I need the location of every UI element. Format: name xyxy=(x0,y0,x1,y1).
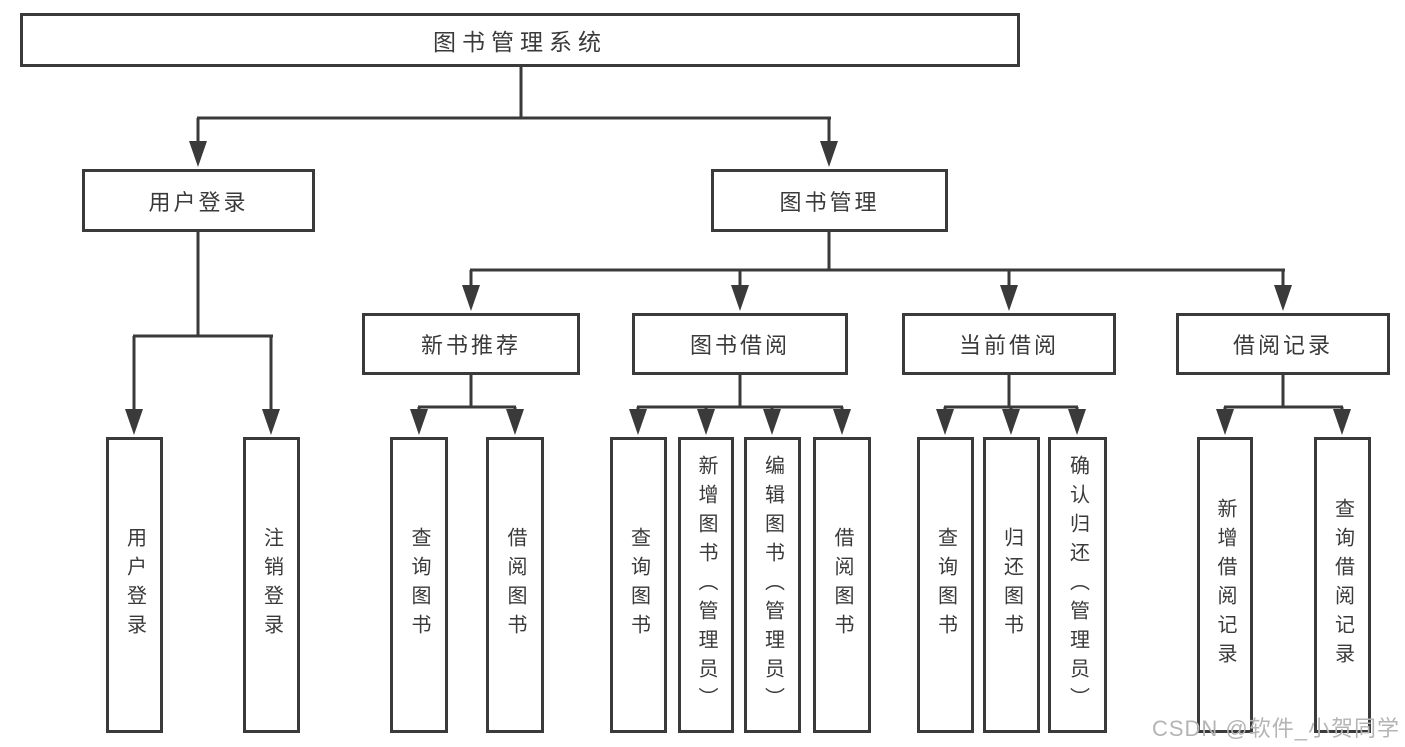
node-leaf-borrow-book-1-label: 借阅图书 xyxy=(504,527,526,643)
node-leaf-return-book-label: 归还图书 xyxy=(1000,527,1023,643)
node-borrow-records-label: 借阅记录 xyxy=(1232,333,1333,358)
node-user-login-label: 用户登录 xyxy=(148,189,249,215)
node-leaf-edit-book-admin: 编辑图书（管理员） xyxy=(744,437,801,733)
node-leaf-edit-book-admin-label: 编辑图书（管理员） xyxy=(761,454,784,716)
node-leaf-query-borrow-record: 查询借阅记录 xyxy=(1314,437,1371,733)
node-root: 图书管理系统 xyxy=(20,13,1020,67)
node-new-book-recommend-label: 新书推荐 xyxy=(420,333,521,358)
node-leaf-query-book-3-label: 查询图书 xyxy=(934,527,957,643)
node-leaf-query-book-1-label: 查询图书 xyxy=(408,527,430,643)
node-leaf-return-book: 归还图书 xyxy=(983,437,1040,733)
node-leaf-confirm-return-admin-label: 确认归还（管理员） xyxy=(1066,454,1089,716)
node-leaf-add-book-admin: 新增图书（管理员） xyxy=(678,437,734,733)
node-leaf-add-borrow-record: 新增借阅记录 xyxy=(1197,437,1253,733)
node-leaf-query-book-1: 查询图书 xyxy=(390,437,448,733)
node-leaf-add-book-admin-label: 新增图书（管理员） xyxy=(695,454,717,716)
node-leaf-user-login-label: 用户登录 xyxy=(123,527,146,643)
node-leaf-logout: 注销登录 xyxy=(243,437,300,733)
node-leaf-query-borrow-record-label: 查询借阅记录 xyxy=(1331,498,1354,672)
node-user-login: 用户登录 xyxy=(82,169,315,232)
node-current-borrow-label: 当前借阅 xyxy=(958,333,1059,358)
node-leaf-query-book-3: 查询图书 xyxy=(917,437,974,733)
node-leaf-user-login: 用户登录 xyxy=(106,437,163,733)
watermark: CSDN @软件_小贺同学 xyxy=(1151,716,1400,741)
node-borrow-records: 借阅记录 xyxy=(1176,313,1390,375)
node-leaf-borrow-book-2-label: 借阅图书 xyxy=(831,527,853,643)
node-new-book-recommend: 新书推荐 xyxy=(362,313,580,375)
node-current-borrow: 当前借阅 xyxy=(902,313,1116,375)
node-leaf-borrow-book-1: 借阅图书 xyxy=(486,437,544,733)
node-root-label: 图书管理系统 xyxy=(433,29,607,55)
node-leaf-query-book-2: 查询图书 xyxy=(610,437,667,733)
node-leaf-logout-label: 注销登录 xyxy=(260,527,283,643)
node-leaf-confirm-return-admin: 确认归还（管理员） xyxy=(1048,437,1107,733)
node-book-borrow-label: 图书借阅 xyxy=(689,333,790,358)
node-leaf-add-borrow-record-label: 新增借阅记录 xyxy=(1214,498,1236,672)
node-leaf-borrow-book-2: 借阅图书 xyxy=(813,437,871,733)
node-book-management: 图书管理 xyxy=(711,169,948,232)
node-leaf-query-book-2-label: 查询图书 xyxy=(627,527,650,643)
node-book-management-label: 图书管理 xyxy=(779,189,880,215)
node-book-borrow: 图书借阅 xyxy=(632,313,848,375)
